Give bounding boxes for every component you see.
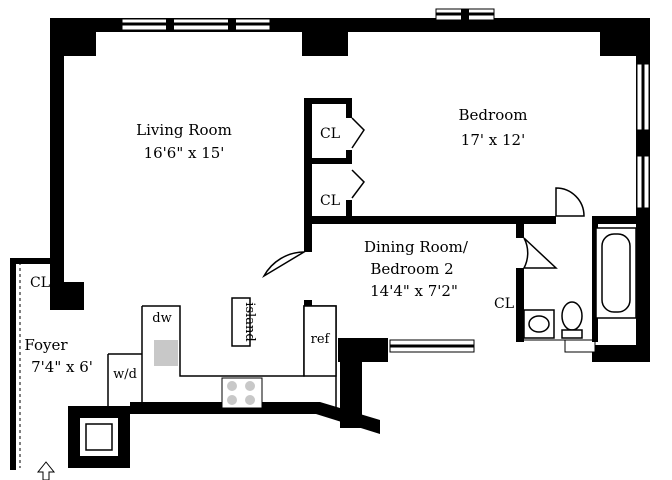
refrigerator-label: ref bbox=[311, 332, 331, 347]
pier-inner bbox=[85, 423, 113, 451]
dining-name-line1: Dining Room/ bbox=[364, 238, 469, 256]
sink-icon bbox=[523, 309, 555, 339]
dishwasher-panel bbox=[154, 340, 178, 366]
closet-label-2: CL bbox=[320, 193, 340, 209]
door-swings bbox=[262, 187, 585, 279]
island-label: island bbox=[242, 302, 257, 341]
bedroom-name: Bedroom bbox=[459, 106, 528, 124]
foyer-size: 7'4" x 6' bbox=[31, 358, 93, 376]
entry-arrow-icon bbox=[36, 461, 56, 480]
foyer-name: Foyer bbox=[24, 336, 68, 354]
bedroom-size: 17' x 12' bbox=[461, 131, 525, 149]
closet-label-1: CL bbox=[320, 126, 340, 142]
refrigerator-box bbox=[303, 305, 337, 377]
exterior-walls bbox=[10, 18, 650, 470]
living-room-size: 16'6" x 15' bbox=[144, 144, 225, 162]
windows bbox=[121, 8, 650, 353]
bathtub-icon bbox=[595, 227, 637, 319]
window-posts bbox=[166, 9, 469, 30]
window-mullions bbox=[122, 12, 645, 348]
living-room-name: Living Room bbox=[136, 121, 232, 139]
dining-name-line2: Bedroom 2 bbox=[370, 260, 453, 278]
dining-size: 14'4" x 7'2" bbox=[370, 282, 458, 300]
closet-label-3: CL bbox=[30, 275, 50, 291]
island bbox=[231, 297, 251, 347]
washer-dryer-label: w/d bbox=[113, 367, 137, 382]
closet-label-4: CL bbox=[494, 296, 514, 312]
closet-doors bbox=[351, 117, 365, 199]
toilet-icon bbox=[561, 301, 583, 339]
dishwasher-label: dw bbox=[152, 311, 171, 326]
cooktop bbox=[221, 377, 263, 409]
